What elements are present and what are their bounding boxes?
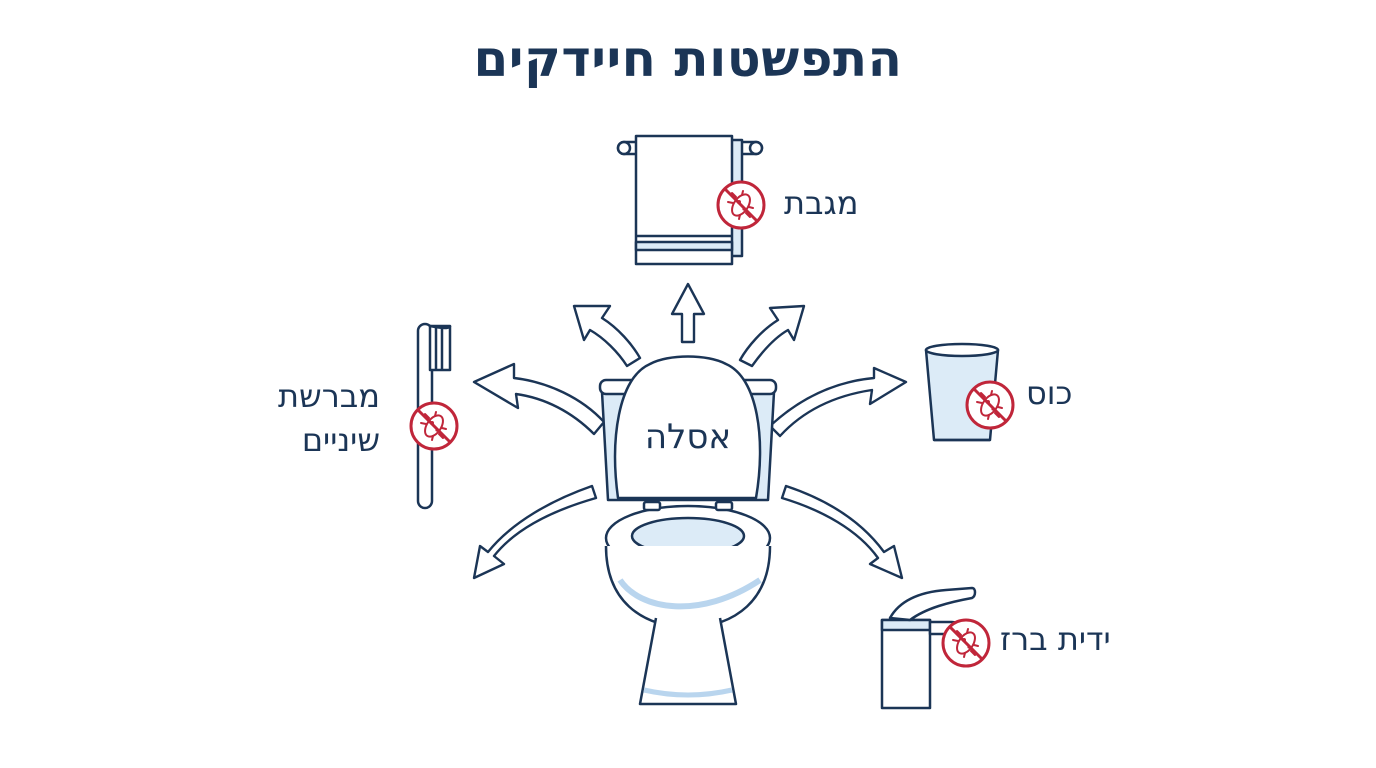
arrow-up-right: [738, 304, 806, 368]
arrow-up-left: [572, 304, 642, 368]
faucet-germ-badge: [941, 618, 991, 668]
page-title: התפשטות חיידקים: [473, 30, 903, 88]
toothbrush-germ-badge: [409, 401, 459, 451]
arrow-up: [670, 282, 706, 344]
spread-arrows: [472, 282, 908, 580]
towel-label: מגבת: [784, 184, 859, 222]
toothbrush-label: מברשת שיניים: [278, 374, 380, 462]
towel-germ-badge: [716, 180, 766, 230]
towel-icon: [616, 134, 764, 266]
arrow-down-left: [472, 484, 598, 580]
cup-germ-badge: [965, 380, 1015, 430]
faucet-label: ידית ברז: [1000, 620, 1111, 658]
toothbrush-label-line2: שיניים: [301, 421, 380, 459]
arrow-left: [472, 362, 606, 436]
arrow-down-right: [780, 484, 904, 580]
cup-label: כוס: [1026, 374, 1073, 412]
arrow-right: [768, 366, 908, 438]
toothbrush-label-line1: מברשת: [278, 377, 380, 415]
toilet-icon: [598, 355, 778, 706]
toilet-label: אסלה: [644, 417, 732, 457]
